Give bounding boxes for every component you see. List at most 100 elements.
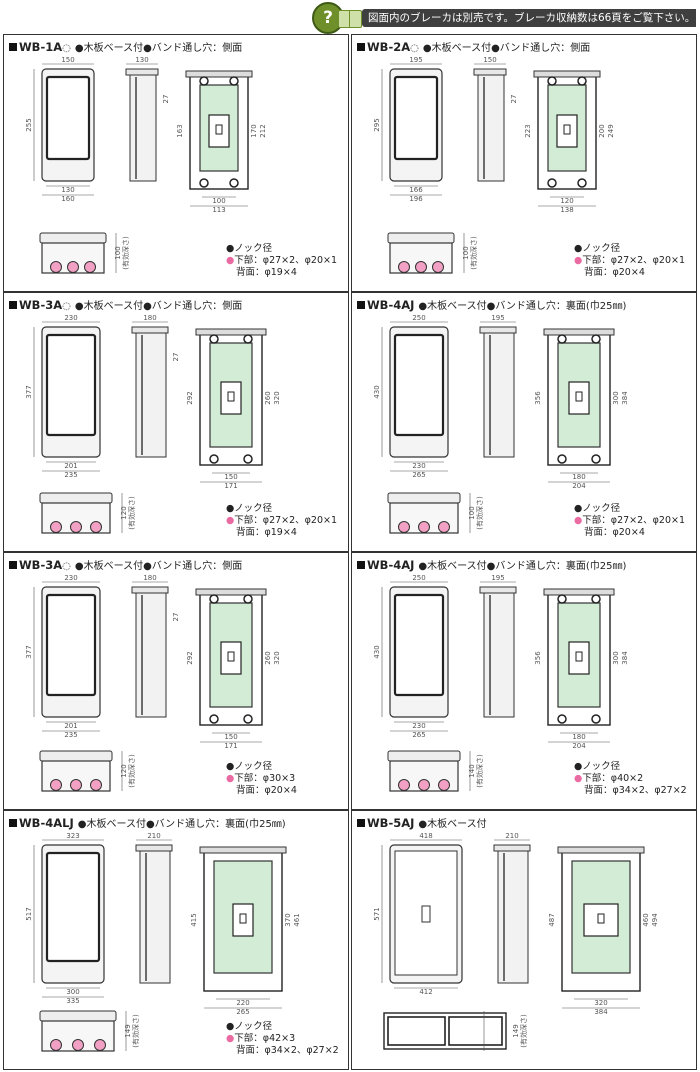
effective-depth-label: (有効深さ) [475, 754, 484, 788]
knock-line: 下部：φ27×2、φ20×1 [234, 515, 338, 526]
front-view [381, 581, 449, 732]
panel-title: WB-3A◌●木板ベース付●バンド通し穴：側面 [9, 297, 242, 312]
base-view [195, 328, 267, 483]
inner-width-label: 166 [409, 186, 423, 194]
front-view [381, 63, 443, 196]
knock-line: 下部：φ40×2 [582, 773, 644, 784]
effective-depth-label: (有効深さ) [127, 754, 136, 788]
model-badge-icon: ◌ [410, 43, 419, 54]
depth-label: 140 [468, 764, 476, 777]
bottom-view [383, 1011, 507, 1051]
height-label: 430 [373, 645, 381, 658]
bottom-view [39, 492, 123, 534]
feature-list: ●木板ベース付●バンド通し穴：裏面(巾25㎜) [418, 561, 627, 572]
base-inner-width-label: 220 [236, 999, 249, 1007]
front-view [33, 63, 95, 196]
front-view [381, 321, 449, 472]
base-inner-width-label: 120 [560, 197, 573, 205]
base-total-height-label: 494 [651, 913, 659, 927]
base-inner-width-label: 150 [224, 733, 237, 741]
base-mid-height-label: 260 [264, 391, 272, 404]
base-height-label: 356 [534, 391, 542, 405]
front-width-label: 230 [64, 314, 77, 322]
panel-title: WB-1A◌●木板ベース付●バンド通し穴：側面 [9, 39, 242, 54]
pink-dot-icon: ● [574, 255, 583, 266]
panel-title: WB-2A◌●木板ベース付●バンド通し穴：側面 [357, 39, 590, 54]
height-label: 295 [373, 118, 381, 131]
height-label: 430 [373, 385, 381, 398]
knock-line: 背面：φ20×4 [584, 527, 645, 538]
breaker-icon [232, 903, 254, 937]
model-badge-icon: ◌ [62, 43, 71, 54]
bottom-view [39, 232, 117, 274]
knock-offset-label: 27 [510, 95, 518, 104]
knock-line: 下部：φ42×3 [234, 1033, 296, 1044]
knock-line: 下部：φ27×2、φ20×1 [234, 255, 338, 266]
base-view [199, 846, 287, 1009]
base-total-height-label: 320 [273, 391, 281, 404]
base-outer-width-label: 138 [560, 206, 573, 214]
square-bullet-icon [9, 301, 17, 309]
outer-width-label: 235 [64, 731, 77, 739]
feature-list: ●木板ベース付 [418, 819, 487, 830]
effective-depth-label: (有効深さ) [469, 236, 478, 270]
knock-title: ●ノック径 [226, 1021, 273, 1032]
knock-title: ●ノック径 [574, 503, 621, 514]
inner-width-label: 300 [66, 988, 79, 996]
base-outer-width-label: 384 [594, 1008, 608, 1016]
model-badge-icon: ◌ [62, 301, 71, 312]
bottom-view [387, 750, 471, 792]
knock-line: 下部：φ30×3 [234, 773, 296, 784]
base-inner-width-label: 100 [212, 197, 225, 205]
knock-title: ●ノック径 [226, 243, 273, 254]
feature-list: ●木板ベース付●バンド通し穴：側面 [74, 301, 243, 312]
base-view [543, 588, 615, 743]
square-bullet-icon [357, 561, 365, 569]
outer-width-label: 196 [409, 195, 423, 203]
side-view [125, 63, 159, 182]
depth-label: 100 [114, 246, 122, 259]
front-width-label: 150 [61, 56, 74, 64]
knock-line: 下部：φ27×2、φ20×1 [582, 255, 686, 266]
depth-label: 149 [124, 1024, 132, 1037]
front-view [33, 839, 105, 998]
depth-label: 149 [512, 1024, 520, 1037]
base-total-height-label: 384 [621, 391, 629, 405]
top-bar: ? 図面内のブレーカは別売です。ブレーカ収納数は66頁をご覧下さい。 [0, 0, 700, 34]
side-width-label: 180 [143, 314, 156, 322]
knock-line: 背面：φ34×2、φ27×2 [584, 785, 687, 796]
bottom-view [387, 232, 465, 274]
outer-width-label: 160 [61, 195, 74, 203]
side-width-label: 210 [147, 832, 160, 840]
knock-line: 背面：φ19×4 [236, 267, 297, 278]
base-view [557, 846, 645, 1009]
front-width-label: 230 [64, 574, 77, 582]
side-width-label: 180 [143, 574, 156, 582]
base-inner-width-label: 180 [572, 733, 585, 741]
square-bullet-icon [9, 43, 17, 51]
model-name: WB-5AJ [367, 816, 415, 830]
base-total-height-label: 320 [273, 651, 281, 664]
notice-banner: 図面内のブレーカは別売です。ブレーカ収納数は66頁をご覧下さい。 [362, 9, 696, 27]
base-total-height-label: 384 [621, 651, 629, 665]
side-view [131, 321, 169, 458]
base-height-label: 487 [548, 913, 556, 926]
base-view [533, 70, 601, 207]
depth-label: 100 [468, 506, 476, 519]
base-height-label: 292 [186, 651, 194, 664]
book-icon [338, 10, 362, 28]
effective-depth-label: (有効深さ) [121, 236, 130, 270]
